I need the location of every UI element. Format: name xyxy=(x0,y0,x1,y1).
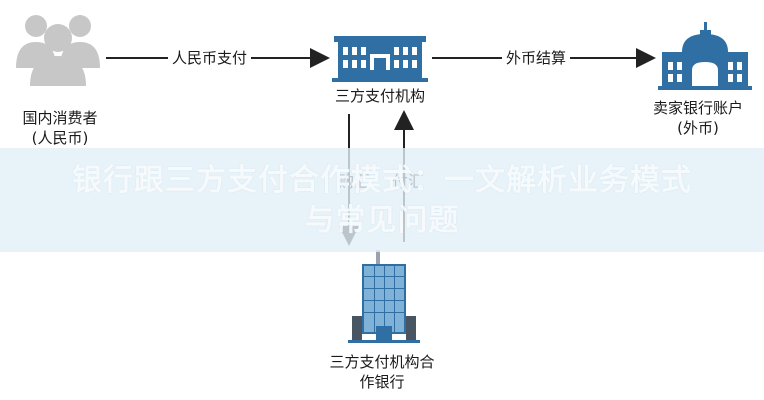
institution-building-icon xyxy=(332,36,428,82)
seller-bank-label-line1: 卖家银行账户 xyxy=(652,99,743,117)
edge-label-fx-settlement: 外币结算 xyxy=(502,48,571,68)
seller-bank-label: 卖家银行账户 (外币) xyxy=(636,98,760,138)
consumer-label-line2: (人民币) xyxy=(31,129,89,147)
seller-bank-label-line2: (外币) xyxy=(677,119,719,137)
watermark-title-line2: 与常见问题 xyxy=(304,203,460,238)
edge-label-rmb-payment: 人民币支付 xyxy=(168,48,252,68)
partner-bank-label-line1: 三方支付机构合 xyxy=(329,353,435,371)
office-tower-icon xyxy=(348,250,420,343)
bank-dome-icon xyxy=(658,22,752,90)
watermark-banner xyxy=(0,148,764,252)
consumer-label-line1: 国内消费者 xyxy=(22,109,98,127)
consumer-label: 国内消费者 (人民币) xyxy=(8,108,112,148)
people-icon xyxy=(16,15,100,86)
partner-bank-label: 三方支付机构合 作银行 xyxy=(306,352,458,392)
watermark-title-line1: 银行跟三方支付合作模式：一文解析业务模式 xyxy=(72,163,692,198)
third-party-label: 三方支付机构 xyxy=(334,87,425,105)
partner-bank-label-line2: 作银行 xyxy=(359,373,405,391)
